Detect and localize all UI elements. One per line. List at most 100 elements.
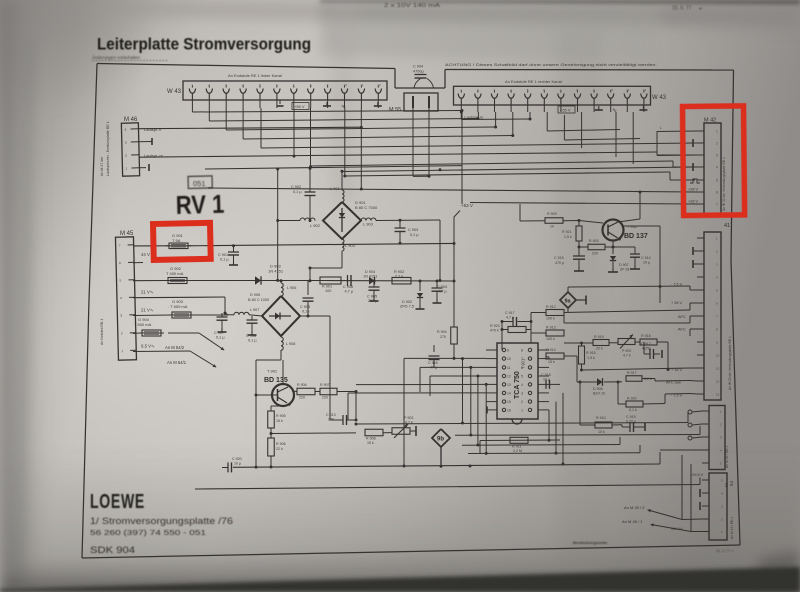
svg-text:An W 22 der Verbindungsplat: An W 22 der Verbindungsplatte RB 1 — [728, 336, 732, 390]
svg-text:3: 3 — [716, 262, 718, 266]
svg-text:5: 5 — [119, 279, 121, 283]
svg-text:9a: 9a — [565, 299, 572, 305]
svg-text:R 919: R 919 — [594, 335, 604, 339]
svg-text:4: 4 — [716, 165, 718, 169]
svg-text:W 43: W 43 — [652, 95, 667, 101]
svg-text:C 906: C 906 — [343, 285, 353, 289]
svg-text:+28 V: +28 V — [688, 200, 698, 204]
svg-text:C 904: C 904 — [437, 285, 447, 289]
svg-text:4: 4 — [521, 383, 523, 387]
svg-text:11: 11 — [716, 366, 719, 370]
svg-text:C 904: C 904 — [413, 65, 423, 69]
svg-text:2: 2 — [125, 154, 127, 158]
svg-text:3: 3 — [120, 314, 122, 318]
svg-text:1N 4151: 1N 4151 — [363, 275, 377, 279]
svg-text:An M 54/2: An M 54/2 — [165, 345, 185, 350]
svg-text:6: 6 — [716, 301, 718, 305]
svg-text:0,1µ: 0,1µ — [302, 310, 310, 314]
svg-text:L: L — [660, 126, 662, 130]
svg-text:2: 2 — [716, 249, 718, 253]
svg-text:P 902: P 902 — [622, 349, 631, 353]
svg-text:0,1 µ: 0,1 µ — [293, 190, 302, 194]
svg-text:+29,5 V: +29,5 V — [690, 473, 704, 477]
svg-text:∿: ∿ — [612, 108, 617, 114]
svg-text:+53 V: +53 V — [461, 203, 473, 208]
svg-text:6: 6 — [119, 261, 121, 265]
svg-text:5: 5 — [716, 178, 718, 182]
svg-text:- 7,5 V: - 7,5 V — [671, 394, 683, 398]
svg-text:6: 6 — [521, 366, 523, 370]
svg-text:An Endstufe RE 1 rechter: An Endstufe RE 1 rechter Kanal — [505, 79, 562, 84]
svg-text:11: 11 — [507, 366, 511, 370]
svg-text:C 913: C 913 — [326, 413, 336, 417]
svg-text:C 915: C 915 — [554, 256, 564, 260]
svg-text:10: 10 — [610, 88, 614, 92]
svg-text:9: 9 — [593, 88, 595, 92]
svg-text:0,1 µ: 0,1 µ — [216, 336, 225, 340]
svg-text:10: 10 — [344, 83, 348, 87]
svg-text:RV 1: RV 1 — [175, 189, 224, 220]
svg-text:1: 1 — [121, 349, 123, 353]
svg-text:5: 5 — [720, 461, 722, 465]
svg-text:4: 4 — [721, 491, 723, 495]
svg-text:TCA 750: TCA 750 — [514, 371, 521, 399]
svg-text:T 901: T 901 — [267, 369, 278, 374]
svg-text:7: 7 — [293, 83, 295, 87]
svg-text:R 906: R 906 — [276, 442, 286, 446]
svg-text:5: 5 — [527, 88, 529, 92]
svg-text:44 V: 44 V — [141, 252, 150, 257]
svg-text:An M 45 / 2: An M 45 / 2 — [624, 505, 645, 510]
svg-text:An Netzteil RB 1: An Netzteil RB 1 — [100, 319, 104, 345]
svg-text:Lautspr. re: Lautspr. re — [144, 153, 164, 158]
svg-text:41: 41 — [724, 223, 730, 229]
svg-text:100: 100 — [325, 289, 331, 293]
svg-text:1: 1 — [716, 236, 718, 240]
svg-text:R 923: R 923 — [490, 324, 500, 328]
svg-text:21 V∿: 21 V∿ — [141, 308, 153, 313]
svg-text:1: 1 — [716, 129, 718, 133]
svg-text:- 7,5 V: - 7,5 V — [671, 283, 683, 287]
svg-text:4: 4 — [124, 128, 126, 132]
svg-text:B 80 C 1000: B 80 C 1000 — [248, 298, 269, 302]
svg-text:10 µ: 10 µ — [543, 378, 550, 382]
svg-text:R 918: R 918 — [641, 334, 651, 338]
svg-text:M 45: M 45 — [120, 231, 134, 237]
svg-text:12: 12 — [507, 375, 511, 379]
svg-text:ACHTUNG ! Dieses Schaltbild: ACHTUNG ! Dieses Schaltbild darf ohne un… — [445, 63, 657, 67]
svg-text:D 901: D 901 — [355, 200, 366, 205]
svg-text:B 80 C 7000: B 80 C 7000 — [355, 205, 378, 210]
svg-text:2,2 M: 2,2 M — [513, 449, 522, 453]
svg-text:470 µ: 470 µ — [555, 261, 564, 265]
svg-text:R 914: R 914 — [546, 348, 556, 352]
svg-text:L 906: L 906 — [287, 286, 296, 290]
svg-text:3: 3 — [721, 504, 723, 508]
svg-text:SDK 904: SDK 904 — [90, 545, 135, 556]
svg-text:L 904: L 904 — [345, 243, 356, 248]
svg-text:1: 1 — [721, 530, 723, 534]
svg-text:9: 9 — [716, 340, 718, 344]
svg-text:D 903: D 903 — [270, 264, 281, 269]
svg-text:2: 2 — [208, 83, 210, 87]
svg-text:+ 15 V: + 15 V — [671, 368, 683, 372]
svg-text:9,5 V∿: 9,5 V∿ — [141, 344, 155, 349]
svg-text:I 901: I 901 — [521, 358, 526, 368]
svg-text:7: 7 — [716, 202, 718, 206]
svg-text:M 55: M 55 — [389, 107, 401, 113]
svg-text:C 920: C 920 — [232, 457, 242, 461]
svg-text:AFC: AFC — [678, 315, 686, 319]
svg-text:+55 V: +55 V — [294, 104, 305, 109]
svg-text:4: 4 — [720, 448, 722, 452]
svg-text:D 902: D 902 — [402, 300, 412, 304]
svg-text:3: 3 — [521, 392, 523, 396]
svg-text:Änderungen vorbehalten: Änderungen vorbehalten — [92, 55, 141, 60]
svg-text:L 903: L 903 — [363, 222, 374, 227]
svg-text:R 915: R 915 — [586, 351, 596, 355]
svg-text:10: 10 — [716, 353, 720, 357]
svg-text:11: 11 — [360, 83, 363, 87]
svg-text:54: 54 — [729, 480, 734, 486]
svg-text:4,7 µ: 4,7 µ — [345, 290, 354, 294]
svg-text:56 260 (397) 74 550 - 05: 56 260 (397) 74 550 - 051 — [90, 528, 206, 537]
svg-text:D 905: D 905 — [250, 293, 260, 297]
svg-text:6: 6 — [543, 88, 545, 92]
svg-text:220: 220 — [299, 396, 305, 400]
